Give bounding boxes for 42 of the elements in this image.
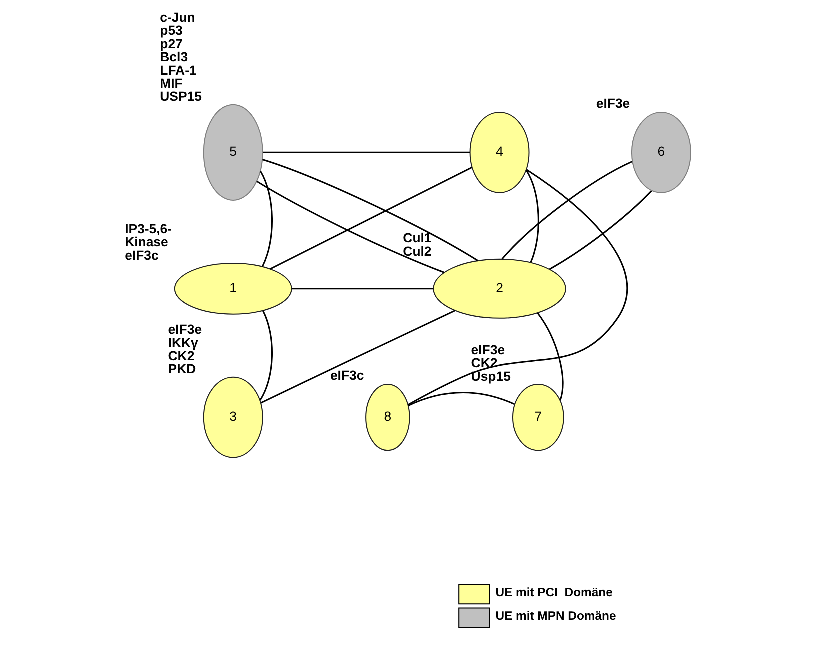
node-label: USP15 [160, 89, 202, 104]
connector [548, 190, 652, 270]
node-label: Kinase [124, 234, 168, 250]
node-label: CK2 [168, 348, 194, 364]
node-label: eIF3c [330, 368, 364, 383]
connector [291, 288, 434, 290]
node-label: eIF3e [596, 96, 630, 111]
node-label: IP3-5,6- [124, 221, 172, 236]
node-label: eIF3e [168, 322, 202, 338]
legend-label: UE mit PCI Domäne [495, 586, 612, 600]
connector [536, 312, 564, 401]
connector [408, 392, 514, 407]
node-label: eIF3c [124, 248, 158, 263]
connector [262, 158, 478, 262]
connector [256, 180, 444, 274]
connector [262, 152, 470, 154]
connector [259, 310, 272, 401]
node-ellipse: 6 [630, 112, 691, 194]
connector [259, 170, 272, 268]
node-label: c-Jun [160, 10, 195, 25]
connector [525, 170, 539, 263]
node-ellipse: 3 [202, 376, 263, 458]
node-ellipse: 7 [512, 384, 564, 452]
node-label: Cul1 [402, 230, 432, 246]
connector [270, 166, 472, 270]
node-ellipse: 5 [202, 104, 263, 201]
node-ellipse: 2 [432, 258, 566, 319]
node-ellipse: 1 [174, 263, 292, 315]
node-label: eIF3e [470, 342, 505, 358]
node-label: LFA-1 [160, 62, 196, 78]
node-label: PKD [168, 362, 196, 377]
connector [501, 160, 632, 260]
node-ellipse: 8 [365, 384, 410, 452]
node-ellipse: 4 [469, 112, 530, 194]
node-label: Usp15 [470, 368, 510, 384]
connector [408, 169, 628, 406]
node-label: IKKγ [168, 335, 198, 350]
connector [260, 310, 456, 404]
node-label: p53 [160, 23, 182, 38]
node-label: MIF [160, 76, 182, 91]
node-label: Cul2 [402, 244, 432, 259]
legend-label: UE mit MPN Domäne [495, 609, 616, 623]
